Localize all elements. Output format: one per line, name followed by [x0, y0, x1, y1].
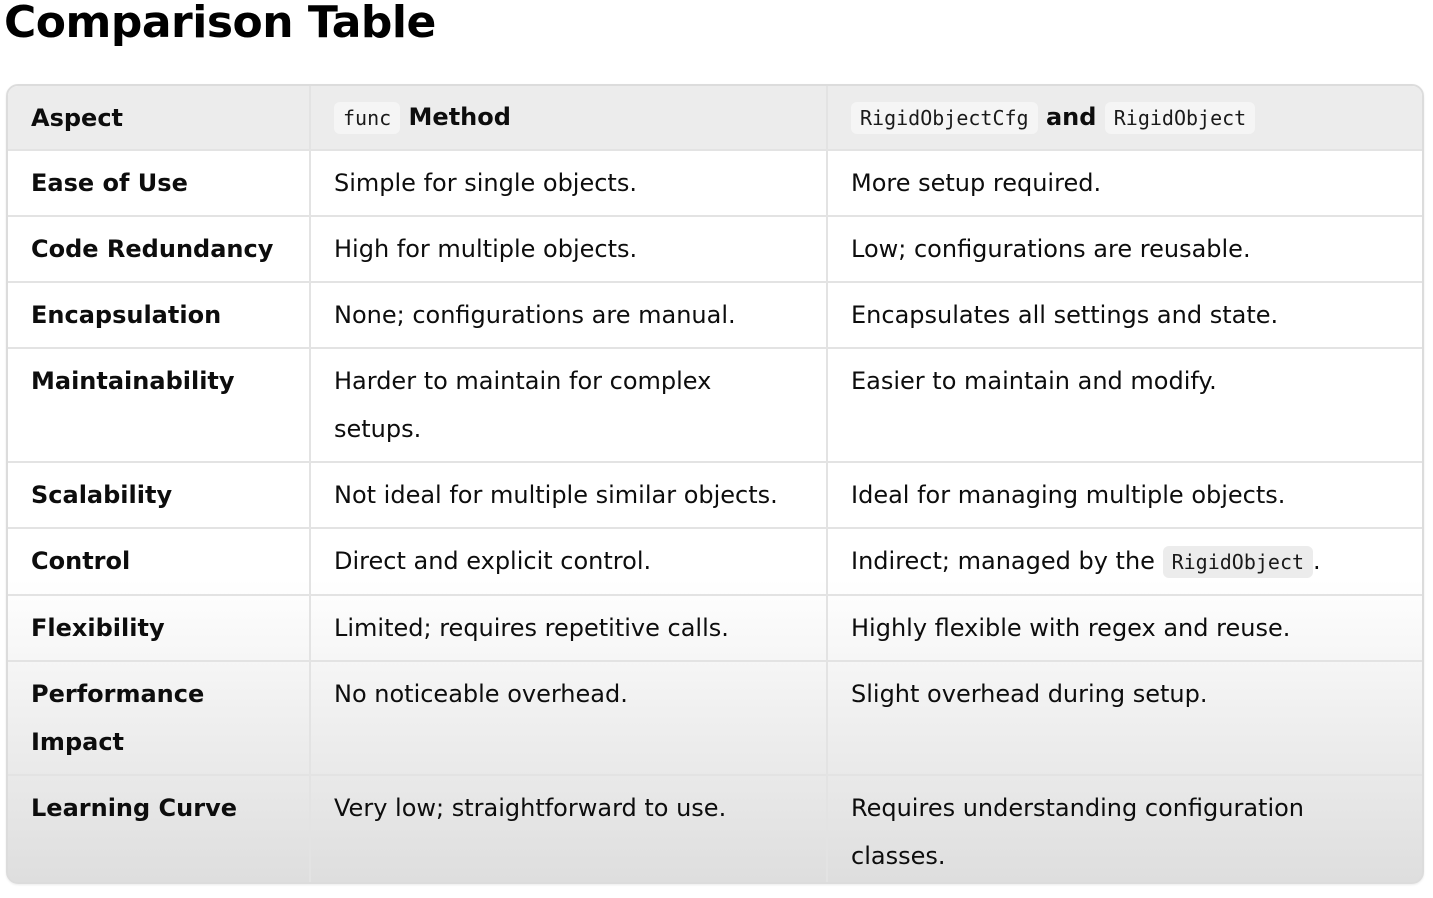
table-row: Control Direct and explicit control. Ind… [8, 528, 1422, 596]
rigid-cell: Easier to maintain and modify. [827, 348, 1422, 463]
rigid-cell: Encapsulates all settings and state. [827, 282, 1422, 349]
table-row: Encapsulation None; configurations are m… [8, 282, 1422, 349]
func-cell: Harder to maintain for complex setups. [310, 348, 828, 463]
func-cell: None; configurations are manual. [310, 282, 828, 349]
func-cell: Direct and explicit control. [310, 528, 828, 596]
aspect-cell: Learning Curve [8, 775, 311, 882]
aspect-cell: Ease of Use [8, 150, 311, 217]
aspect-cell: Maintainability [8, 348, 311, 463]
func-cell: No noticeable overhead. [310, 661, 828, 776]
aspect-cell: Code Redundancy [8, 216, 311, 283]
aspect-cell: Performance Impact [8, 661, 311, 776]
aspect-cell: Encapsulation [8, 282, 311, 349]
rigid-cell-prefix: Indirect; managed by the [851, 547, 1155, 575]
table-row: Learning Curve Very low; straightforward… [8, 775, 1422, 882]
rigid-cell-suffix: . [1313, 547, 1321, 575]
header-func-code: func [334, 102, 401, 134]
table-row: Maintainability Harder to maintain for c… [8, 348, 1422, 463]
rigid-cell: Ideal for managing multiple objects. [827, 462, 1422, 529]
rigid-cell: Requires understanding configuration cla… [851, 794, 1305, 870]
table-row: Performance Impact No noticeable overhea… [8, 661, 1422, 776]
table-row: Code Redundancy High for multiple object… [8, 216, 1422, 283]
aspect-cell: Scalability [8, 462, 311, 529]
table-header-row: Aspect func Method RigidObjectCfg and Ri… [8, 86, 1422, 151]
func-cell: Limited; requires repetitive calls. [310, 595, 828, 662]
table-row: Scalability Not ideal for multiple simil… [8, 462, 1422, 529]
page-title: Comparison Table [4, 0, 436, 48]
header-and-label: and [1045, 103, 1097, 131]
func-cell: High for multiple objects. [310, 216, 828, 283]
header-aspect-label: Aspect [31, 103, 124, 132]
header-rigidobjectcfg-code: RigidObjectCfg [851, 102, 1038, 134]
rigid-cell: Low; configurations are reusable. [827, 216, 1422, 283]
table-row: Ease of Use Simple for single objects. M… [8, 150, 1422, 217]
rigid-cell: Highly flexible with regex and reuse. [827, 595, 1422, 662]
rigidobject-code: RigidObject [1162, 546, 1314, 578]
header-rigidobject-code: RigidObject [1104, 102, 1256, 134]
rigid-cell: Indirect; managed by the RigidObject. [827, 528, 1422, 596]
rigid-cell: Slight overhead during setup. [827, 661, 1422, 776]
func-cell: Not ideal for multiple similar objects. [310, 462, 828, 529]
header-rigidobject: RigidObjectCfg and RigidObject [827, 86, 1422, 151]
table-row: Flexibility Limited; requires repetitive… [8, 595, 1422, 662]
aspect-cell: Control [8, 528, 311, 596]
header-aspect: Aspect [8, 86, 311, 151]
func-cell: Very low; straightforward to use. [310, 775, 828, 882]
aspect-cell: Flexibility [8, 595, 311, 662]
rigid-cell: More setup required. [827, 150, 1422, 217]
comparison-table: Aspect func Method RigidObjectCfg and Ri… [6, 84, 1424, 884]
header-func-method: func Method [310, 86, 828, 151]
func-cell: Simple for single objects. [310, 150, 828, 217]
header-method-label: Method [408, 103, 511, 131]
